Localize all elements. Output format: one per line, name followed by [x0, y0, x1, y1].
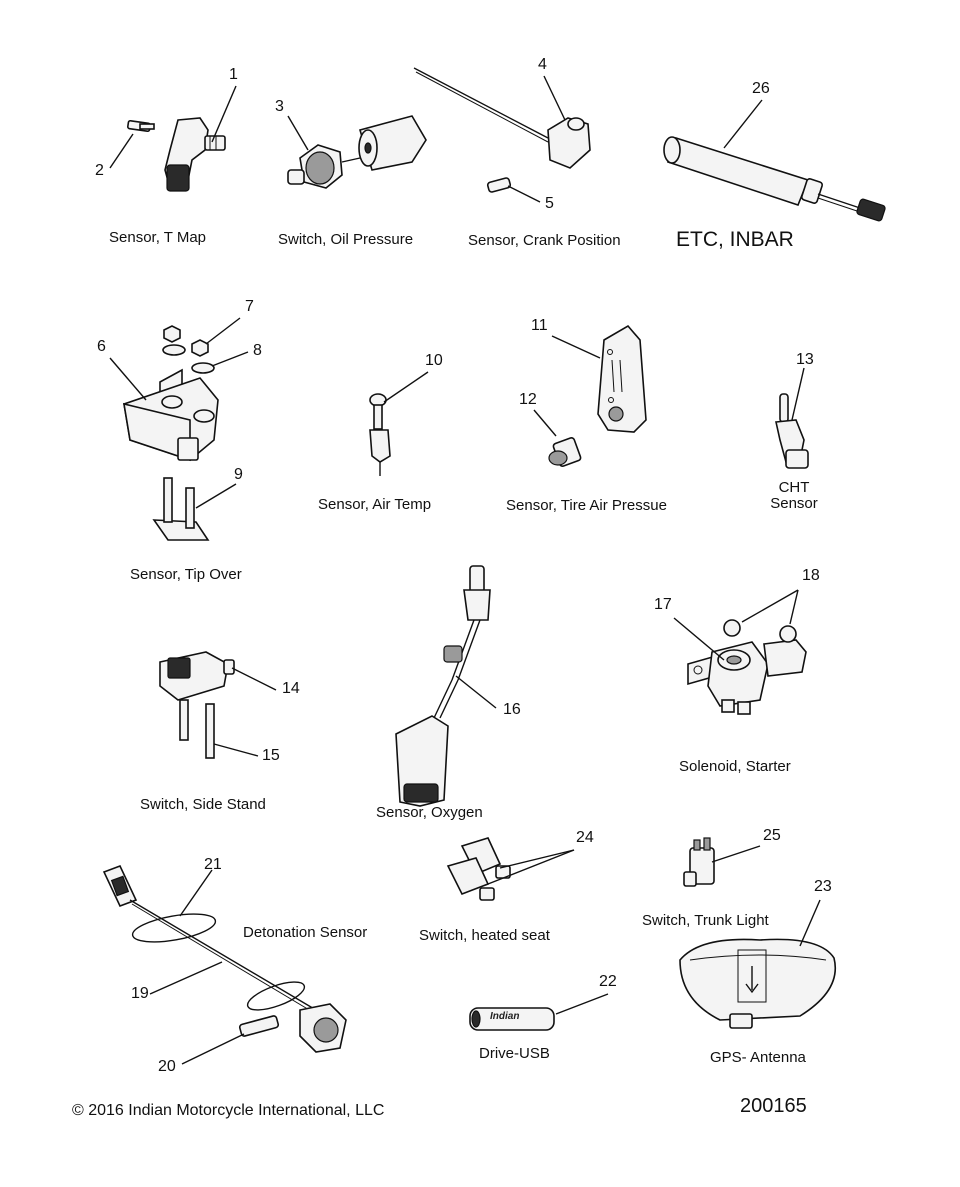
detonation-sensor-part: [102, 864, 347, 1065]
callout-8: 8: [253, 342, 262, 359]
callout-17: 17: [654, 596, 672, 613]
caption-etc-inbar: ETC, INBAR: [676, 228, 794, 251]
cht-sensor-part: [775, 367, 809, 469]
callout-18: 18: [802, 567, 820, 584]
caption-t-map: Sensor, T Map: [109, 229, 207, 246]
side-stand-switch-part: [159, 651, 277, 759]
callout-1: 1: [229, 66, 238, 83]
caption-starter: Solenoid, Starter: [679, 758, 791, 775]
trunk-light-switch-part: [683, 837, 761, 887]
drive-usb-part: [469, 993, 609, 1031]
callout-12: 12: [519, 391, 537, 408]
callout-23: 23: [814, 878, 832, 895]
heated-seat-switch-part: [446, 837, 575, 901]
callout-25: 25: [763, 827, 781, 844]
gps-antenna-part: [679, 899, 836, 1029]
callout-6: 6: [97, 338, 106, 355]
copyright: © 2016 Indian Motorcycle International, …: [72, 1102, 385, 1119]
callout-21: 21: [204, 856, 222, 873]
caption-tip-over: Sensor, Tip Over: [130, 566, 242, 583]
caption-heated-seat: Switch, heated seat: [419, 927, 550, 944]
caption-cht-line1: CHT: [778, 479, 810, 496]
caption-oil-pressure: Switch, Oil Pressure: [278, 231, 414, 248]
callout-2: 2: [95, 162, 104, 179]
caption-tire-air: Sensor, Tire Air Pressue: [506, 497, 667, 514]
crank-position-sensor-part: [413, 67, 591, 203]
callout-16: 16: [503, 701, 521, 718]
callout-26: 26: [752, 80, 770, 97]
air-temp-sensor-part: [369, 371, 429, 476]
tip-over-sensor-part: [109, 317, 249, 541]
callout-14: 14: [282, 680, 300, 697]
oxygen-sensor-part: [395, 565, 497, 807]
caption-trunk-light: Switch, Trunk Light: [642, 912, 769, 929]
callout-7: 7: [245, 298, 254, 315]
diagram-number: 200165: [740, 1095, 807, 1117]
tire-air-sensor-part: [533, 324, 647, 467]
callout-22: 22: [599, 973, 617, 990]
caption-cht-line2: Sensor: [770, 495, 818, 512]
starter-solenoid-part: [673, 589, 807, 715]
callout-13: 13: [796, 351, 814, 368]
callout-15: 15: [262, 747, 280, 764]
callout-10: 10: [425, 352, 443, 369]
callout-11: 11: [531, 317, 548, 334]
caption-drive-usb: Drive-USB: [479, 1045, 550, 1062]
caption-side-stand: Switch, Side Stand: [140, 796, 266, 813]
callout-3: 3: [275, 98, 284, 115]
caption-air-temp: Sensor, Air Temp: [318, 496, 432, 513]
callout-19: 19: [131, 985, 149, 1002]
t-map-sensor-part: [109, 85, 237, 192]
etc-inbar-part: [663, 99, 886, 222]
callout-5: 5: [545, 195, 554, 212]
callout-20: 20: [158, 1058, 176, 1075]
caption-crank-position: Sensor, Crank Position: [468, 232, 621, 249]
caption-gps: GPS- Antenna: [710, 1049, 806, 1066]
callout-24: 24: [576, 829, 594, 846]
oil-pressure-switch-part: [287, 115, 427, 189]
callout-4: 4: [538, 56, 547, 73]
caption-detonation: Detonation Sensor: [243, 924, 368, 941]
callout-9: 9: [234, 466, 243, 483]
caption-oxygen: Sensor, Oxygen: [376, 804, 483, 821]
usb-brand-logo: Indian: [490, 1011, 520, 1022]
